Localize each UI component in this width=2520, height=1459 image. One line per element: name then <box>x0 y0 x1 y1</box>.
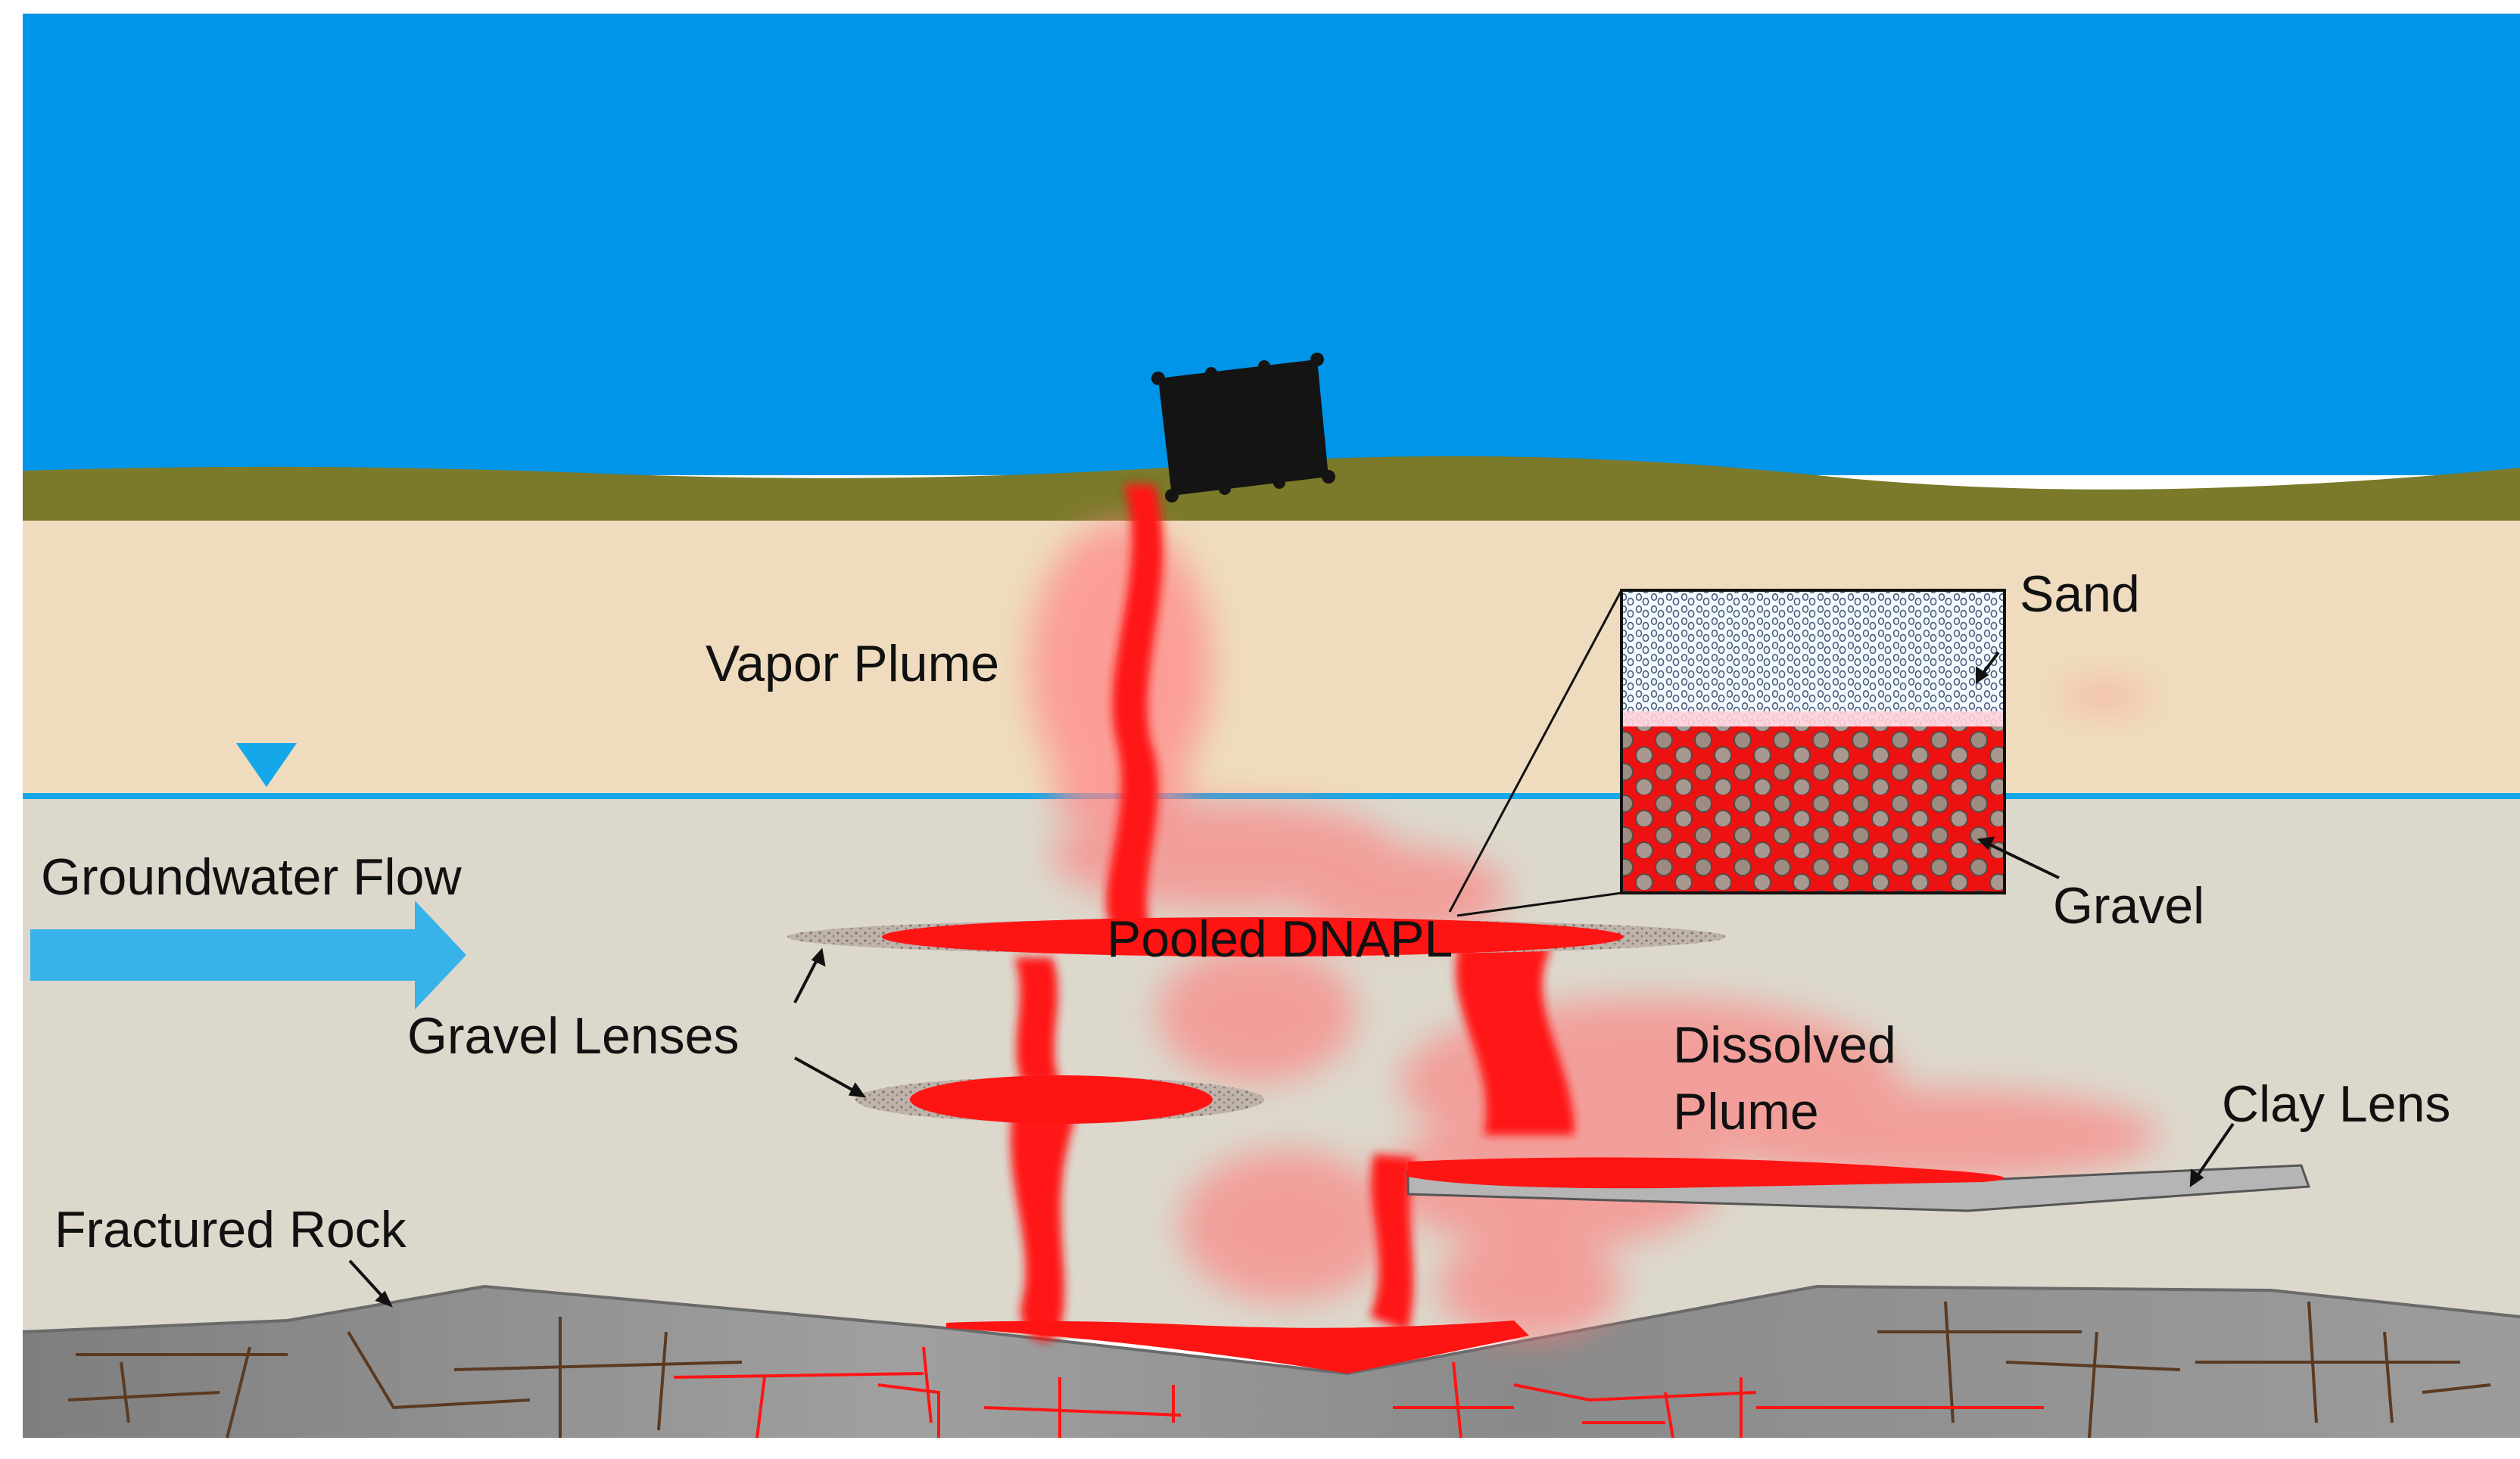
label-dissolved: Dissolved <box>1673 1016 1896 1074</box>
vadose-zone <box>23 521 2520 795</box>
pooled-dnapl-upper <box>882 917 1624 957</box>
pooled-dnapl-bedrock <box>946 1321 1529 1373</box>
ground-surface <box>23 456 2520 522</box>
label-clay-lens: Clay Lens <box>2222 1075 2450 1133</box>
flow-arrow-icon <box>30 901 466 1009</box>
label-plume: Plume <box>1673 1083 1819 1140</box>
dnapl-fingers <box>1011 484 1575 1342</box>
rock-surface-line <box>22 1284 2520 1376</box>
drum-icon <box>1151 353 1335 502</box>
water-table-marker-icon <box>236 743 297 787</box>
label-gravel-lenses: Gravel Lenses <box>407 1007 739 1065</box>
dnapl-in-fractures <box>673 1346 2044 1439</box>
inset-box <box>1448 589 2006 917</box>
label-groundwater-flow: Groundwater Flow <box>41 848 462 906</box>
label-fractured-rock: Fractured Rock <box>55 1201 407 1258</box>
label-sand: Sand <box>2020 565 2140 623</box>
fractured-rock <box>23 1286 2520 1438</box>
pooled-dnapl-lower <box>910 1075 1213 1124</box>
label-gravel: Gravel <box>2053 877 2204 935</box>
label-pooled-dnapl: Pooled DNAPL <box>1107 910 1453 968</box>
leader-lines <box>348 651 2235 1308</box>
rock-cracks <box>67 1301 2491 1439</box>
pooled-dnapl-clay <box>1408 1157 2004 1189</box>
label-vapor-plume: Vapor Plume <box>706 635 999 692</box>
